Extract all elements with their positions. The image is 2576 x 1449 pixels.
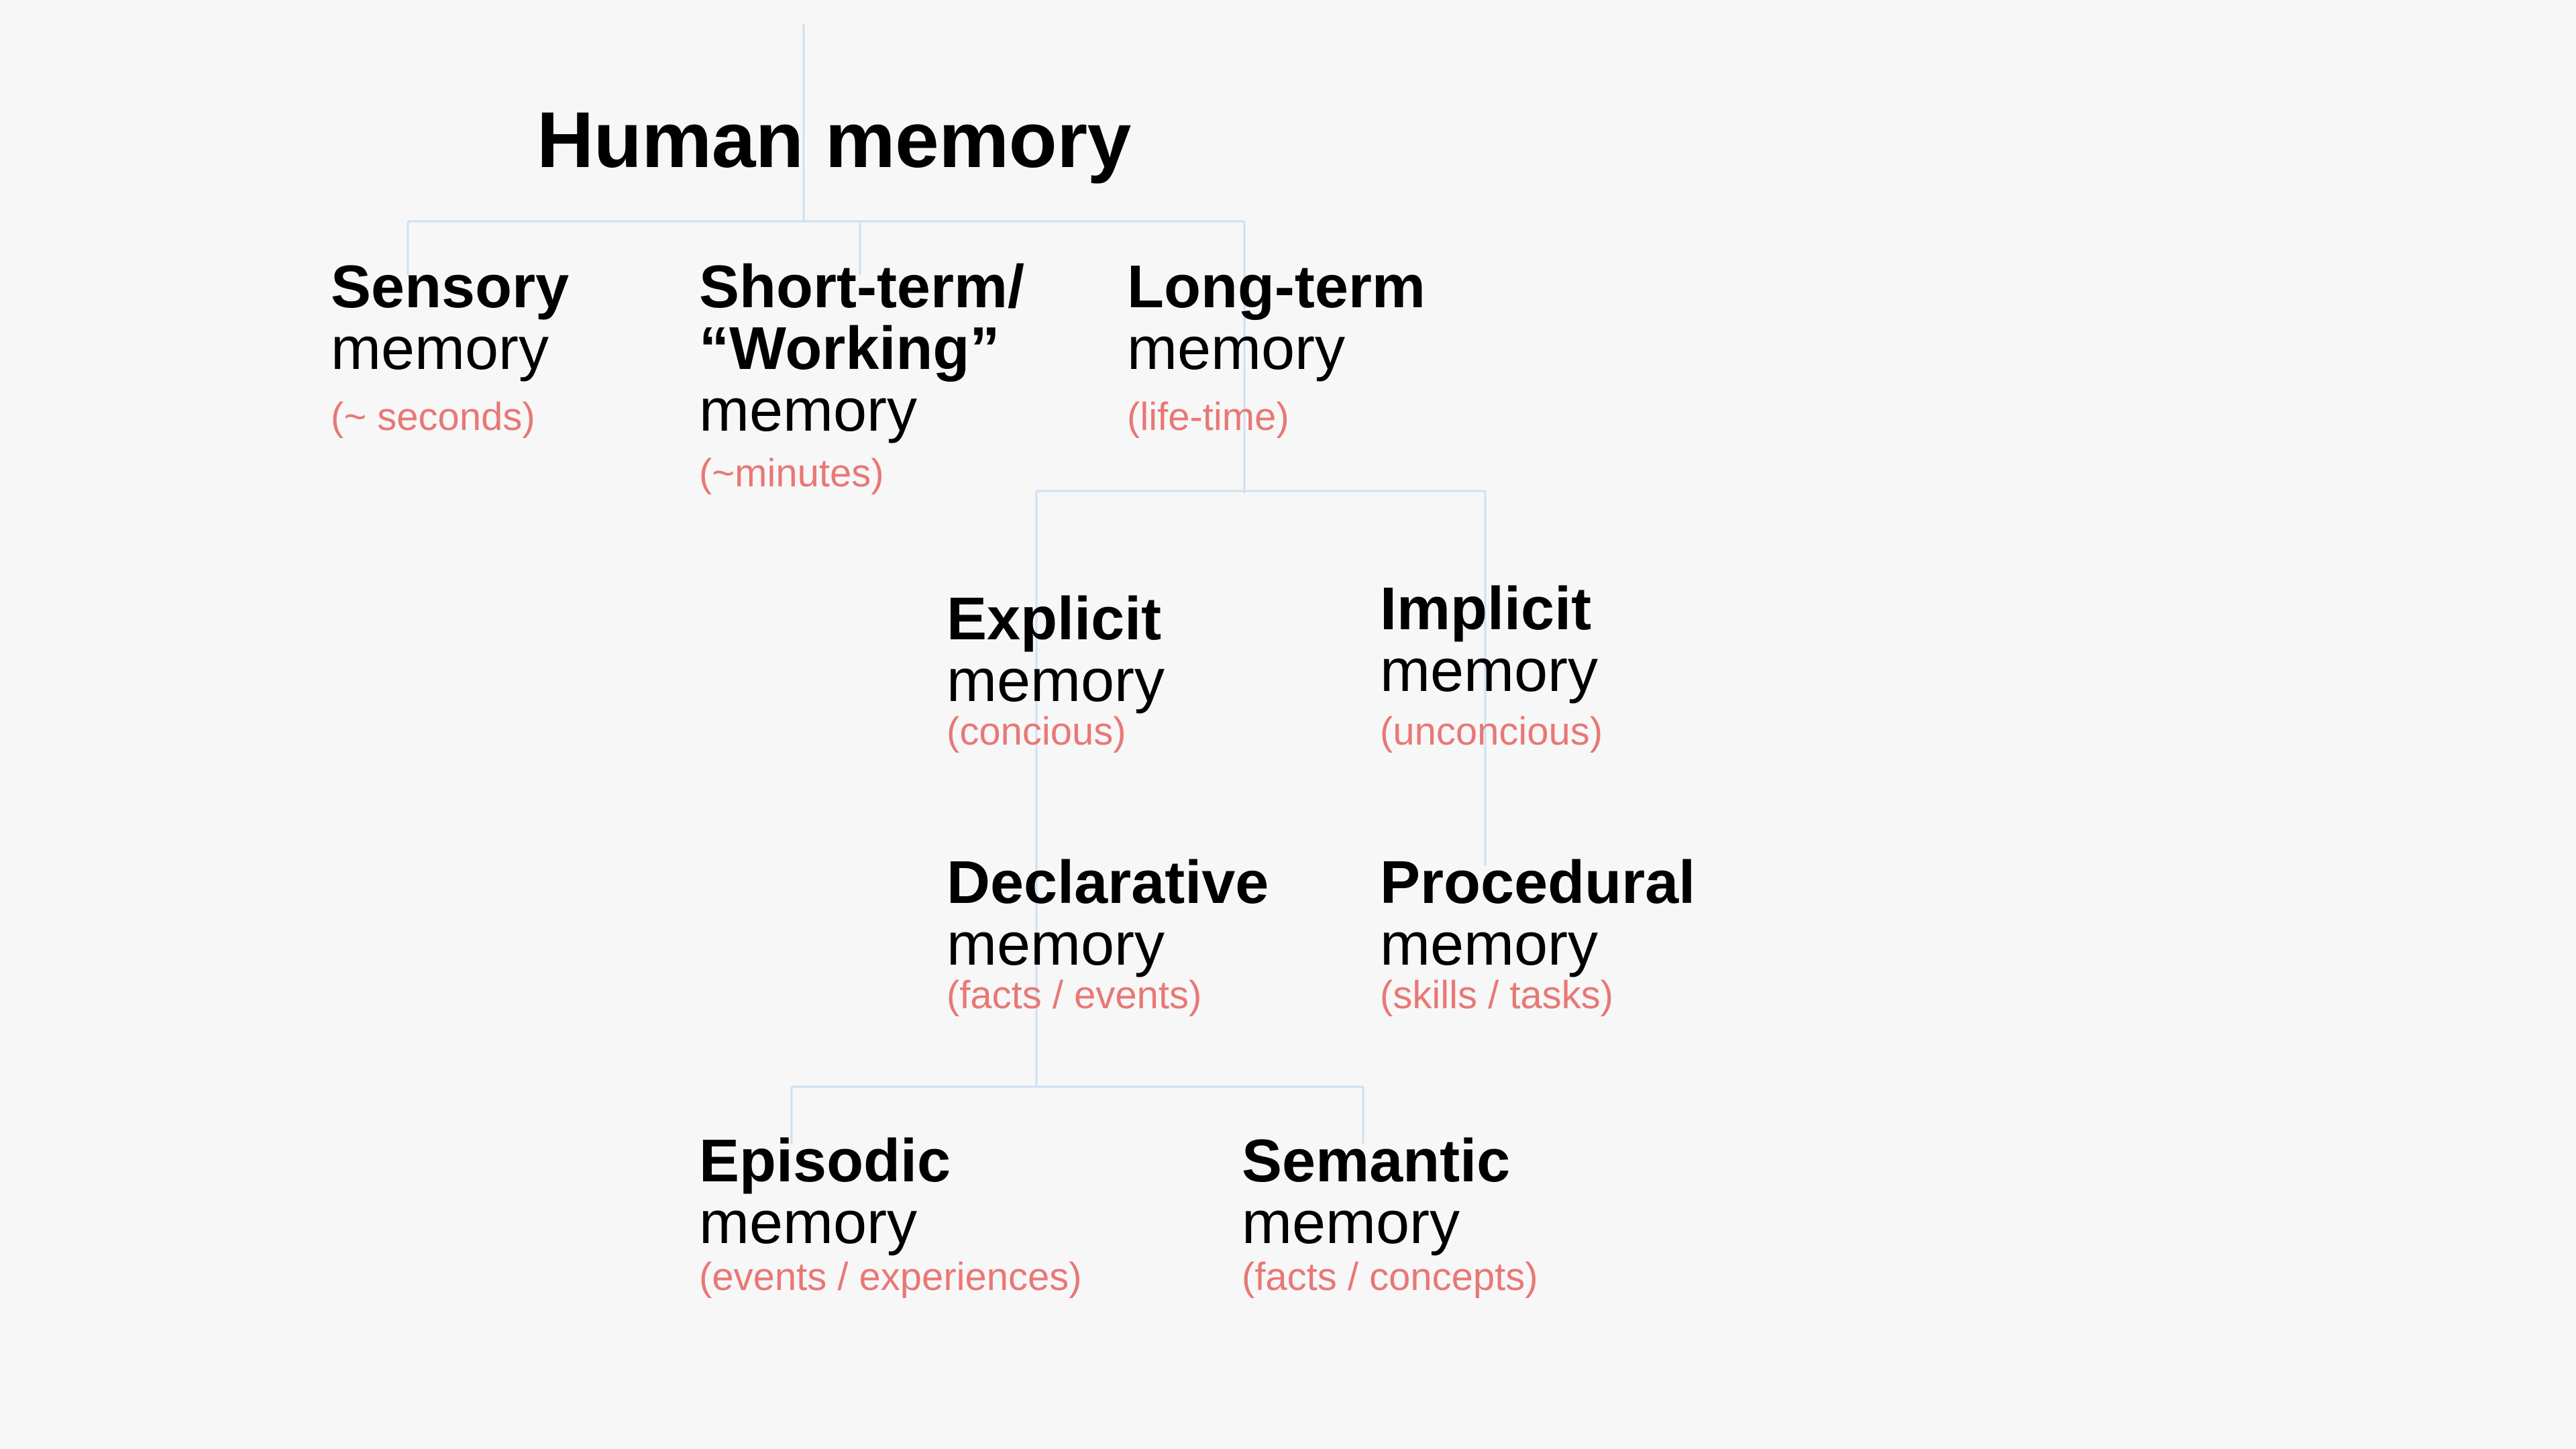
- node-name-line-2: “Working”: [699, 315, 1000, 382]
- node-kind: memory: [331, 315, 549, 382]
- node-kind: memory: [1380, 637, 1599, 704]
- node-explicit-memory: Explicit memory (concious): [947, 588, 1165, 752]
- node-procedural-memory: Procedural memory (skills / tasks): [1380, 852, 1695, 1016]
- node-name: Implicit: [1380, 576, 1592, 643]
- node-short-term-memory: Short-term/ “Working” memory (~minutes): [699, 256, 1024, 494]
- node-name: Explicit: [947, 586, 1162, 653]
- node-note: (facts / concepts): [1242, 1255, 1538, 1299]
- node-note: (life-time): [1127, 395, 1289, 439]
- node-name: Semantic: [1242, 1128, 1511, 1195]
- node-note: (unconcious): [1380, 710, 1603, 753]
- node-kind: memory: [1242, 1189, 1460, 1256]
- node-declarative-memory: Declarative memory (facts / events): [947, 852, 1269, 1016]
- edge-root-to-first-level: [407, 23, 1246, 493]
- edge-declarative-to-episodic-semantic: [790, 1085, 1364, 1144]
- node-episodic-memory: Episodic memory (events / experiences): [699, 1130, 1082, 1297]
- node-note: (skills / tasks): [1380, 973, 1613, 1017]
- node-semantic-memory: Semantic memory (facts / concepts): [1242, 1130, 1538, 1297]
- node-kind: memory: [1127, 315, 1346, 382]
- node-sensory-memory: Sensory memory (~ seconds): [331, 256, 569, 437]
- node-note: (facts / events): [947, 973, 1202, 1017]
- node-name: Declarative: [947, 849, 1269, 916]
- node-note: (events / experiences): [699, 1255, 1082, 1299]
- node-name-line-1: Short-term/: [699, 254, 1025, 321]
- node-kind: memory: [699, 377, 918, 444]
- node-kind: memory: [1380, 911, 1599, 978]
- node-kind: memory: [699, 1189, 918, 1256]
- node-kind: memory: [947, 647, 1165, 714]
- root-title-human-memory: Human memory: [537, 96, 1131, 184]
- node-name: Sensory: [331, 254, 570, 321]
- node-note: (~minutes): [699, 451, 884, 495]
- node-name: Episodic: [699, 1128, 951, 1195]
- node-note: (concious): [947, 710, 1126, 753]
- node-implicit-memory: Implicit memory (unconcious): [1380, 578, 1603, 752]
- node-name: Procedural: [1380, 849, 1696, 916]
- node-note: (~ seconds): [331, 395, 535, 439]
- edge-long-term-to-explicit-implicit: [1035, 490, 1487, 1087]
- node-name: Long-term: [1127, 254, 1426, 321]
- node-long-term-memory: Long-term memory (life-time): [1127, 256, 1426, 437]
- node-kind: memory: [947, 911, 1165, 978]
